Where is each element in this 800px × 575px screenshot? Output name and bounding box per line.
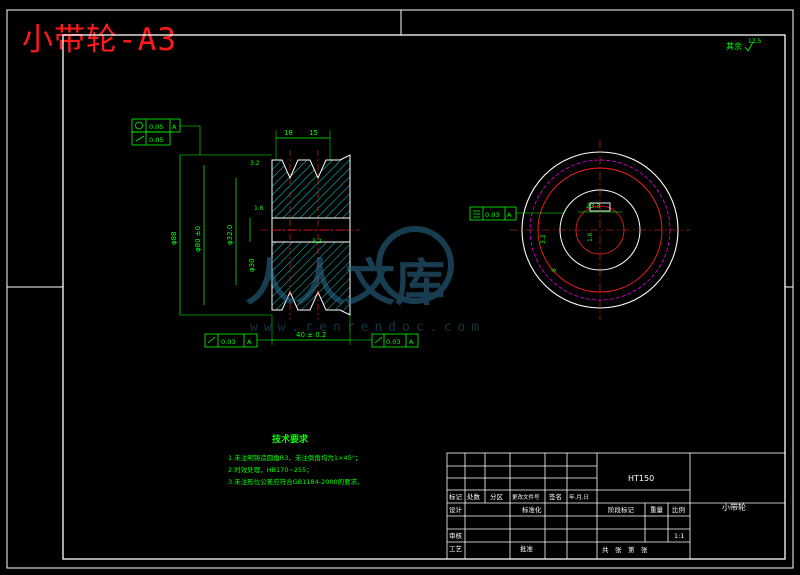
title-block-frame (446, 452, 786, 560)
surface-label: 其余 (726, 41, 742, 51)
section-view: 18 15 φ88 φ80 ±0 φ32.0 φ30 3.2 1.6 3.2 4… (131, 118, 419, 348)
rough-1: 3.2 (250, 160, 260, 167)
drawing-title: 小带轮-A3 (22, 22, 177, 58)
watermark-url: www.renrendoc.com (250, 320, 486, 335)
dim-d2: φ80 ±0 (194, 226, 202, 252)
tb-mark: 标记 (449, 492, 463, 501)
tech-line-3: 3.未注形位公差应符合GB1184-2000的要求。 (228, 477, 364, 486)
end-view: 23.3 3.2 1.6 8 0.03 A (469, 140, 690, 320)
tb-scale: 1:1 (674, 532, 684, 540)
watermark: 人人文库 (245, 226, 454, 312)
gtol-bottom-left-ref: A (247, 338, 252, 346)
tb-stage-mark: 阶段标记 (608, 505, 635, 514)
gtol-bottom-right: 0.03 (386, 338, 400, 346)
gtol-keyway: 0.03 (485, 211, 499, 219)
pulley-upper-section (271, 154, 351, 219)
key-dim-3: 1.6 (587, 232, 594, 242)
gtol-bottom-left: 0.03 (221, 338, 235, 346)
tb-approve: 批准 (520, 544, 534, 553)
gtol-frame-keyway: 0.03 A (469, 206, 565, 221)
watermark-logo-icon (376, 226, 454, 304)
dim-d3: φ32.0 (226, 225, 234, 245)
gtol-frame-bottom-left: 0.03 A (204, 333, 272, 348)
tb-sign: 签名 (549, 492, 562, 501)
gtol-top-1-ref: A (172, 123, 177, 131)
key-dim-2: 3.2 (540, 234, 547, 244)
runout-icon (135, 121, 143, 130)
gtol-top-2: 0.05 (149, 136, 163, 144)
flatness-icon (135, 135, 145, 142)
symmetry-icon (473, 210, 480, 218)
key-dim-1: 23.3 (586, 202, 600, 210)
pulley-lower-section (271, 241, 351, 316)
tb-doc-no: 更改文件号 (512, 493, 540, 501)
tb-design: 设计 (449, 505, 463, 514)
tb-sheets: 共 张 第 张 (602, 545, 648, 554)
gtol-keyway-ref: A (507, 211, 512, 219)
runout-arrow-icon (374, 336, 383, 344)
title-block-text: HT150 小带轮 标记 处数 分区 更改文件号 签名 年.月.日 设计 标准化… (449, 474, 746, 554)
dim-bore: φ30 (248, 258, 256, 272)
material: HT150 (628, 474, 654, 483)
rough-3: 3.2 (312, 238, 322, 245)
watermark-cn: 人人文库 (245, 254, 445, 312)
tech-heading: 技术要求 (272, 433, 309, 445)
tb-date: 年.月.日 (569, 493, 589, 501)
tech-line-2: 2.时效处理，HB170~255； (228, 465, 313, 474)
tb-weight: 重量 (650, 506, 664, 514)
bore-circle (575, 205, 625, 255)
rough-2: 1.6 (254, 205, 264, 212)
gtol-frame-bottom-right: 0.03 A (350, 333, 419, 348)
gtol-top-1: 0.05 (149, 123, 163, 131)
surface-value: 12.5 (748, 38, 762, 45)
gtol-frame-top: 0.05 A 0.05 (131, 118, 201, 155)
leader (180, 125, 201, 155)
gtol-bottom-right-ref: A (409, 338, 414, 346)
tb-process: 工艺 (449, 545, 463, 553)
title-block (446, 452, 786, 560)
key-dim-4: 8 (551, 268, 558, 272)
dim-width: 40 ± 0.2 (296, 331, 326, 339)
surface-roughness-note: 其余 12.5 (726, 38, 762, 52)
dim-top-1: 18 (284, 129, 293, 137)
tb-ratio: 比例 (672, 505, 685, 514)
dim-d1: φ88 (170, 231, 178, 245)
tb-count: 处数 (467, 492, 481, 501)
tb-review: 审核 (449, 531, 463, 540)
dim-top-2: 15 (309, 129, 318, 137)
runout-arrow-icon (207, 336, 216, 344)
tb-std: 标准化 (522, 505, 542, 514)
roughness-symbol-icon (744, 41, 754, 52)
sheet-border (6, 9, 794, 569)
part-name: 小带轮 (722, 502, 746, 512)
tb-zone: 分区 (490, 492, 504, 501)
technical-requirements: 技术要求 1.未注明铸造圆角R3，未注倒角均为1×45°； 2.时效处理，HB1… (228, 433, 364, 486)
tech-line-1: 1.未注明铸造圆角R3，未注倒角均为1×45°； (228, 453, 361, 462)
drawing-frame (62, 34, 786, 560)
